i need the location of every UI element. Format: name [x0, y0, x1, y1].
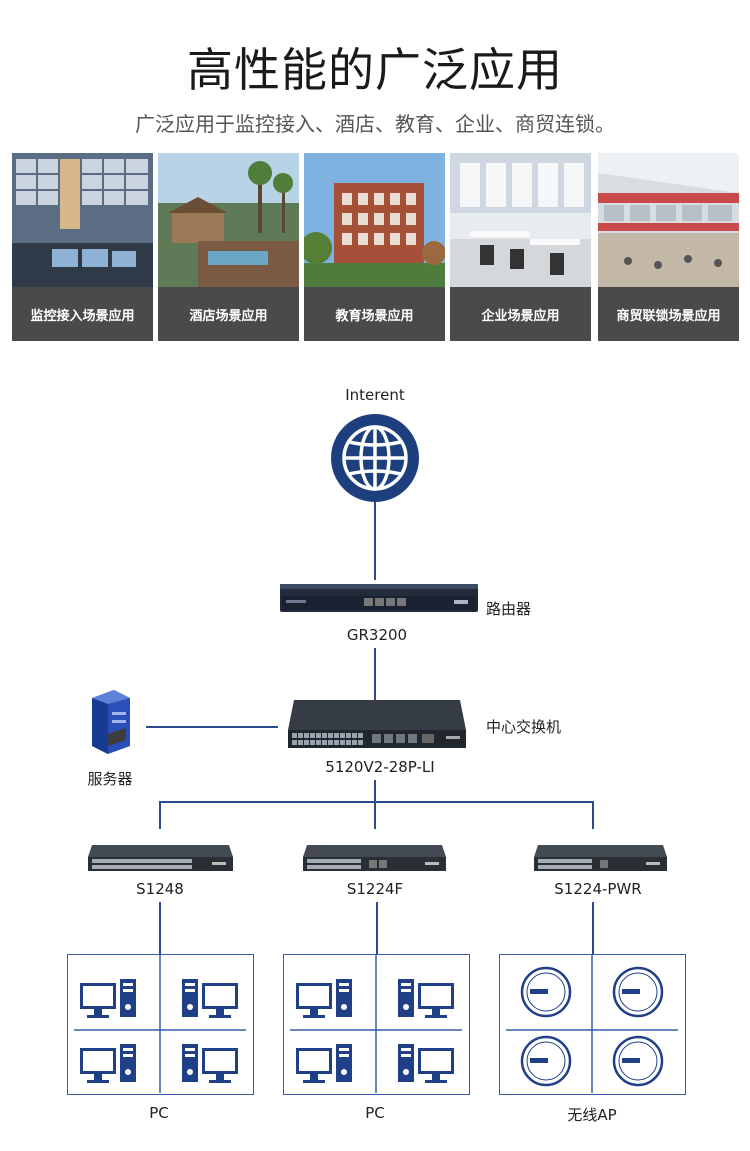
link-line	[374, 648, 376, 702]
shopping-mall-image	[598, 153, 739, 287]
pc-icon	[80, 979, 136, 1018]
wireless-ap-icon	[612, 966, 664, 1018]
router-model-label: GR3200	[346, 626, 408, 644]
router-device-icon	[280, 584, 478, 612]
access-switch-model-label: S1248	[136, 880, 184, 898]
pc-icon	[296, 979, 352, 1018]
access-switch-icon	[303, 845, 446, 871]
scene-education: 教育场景应用	[304, 153, 445, 341]
pc-group	[283, 954, 470, 1095]
scene-label: 酒店场景应用	[158, 287, 299, 341]
ap-group	[499, 954, 686, 1095]
group-label: PC	[149, 1104, 169, 1122]
globe-icon	[331, 414, 419, 502]
scene-hotel: 酒店场景应用	[158, 153, 299, 341]
scene-enterprise: 企业场景应用	[450, 153, 591, 341]
hotel-image	[158, 153, 299, 287]
access-switch-icon	[88, 845, 233, 871]
school-building-image	[304, 153, 445, 287]
access-switch-model-label: S1224-PWR	[554, 880, 642, 898]
pc-group-diagram	[290, 955, 462, 1093]
core-switch-model-label: 5120V2-28P-LI	[325, 758, 435, 776]
scene-gallery: 监控接入场景应用 酒店场景应用 教育场景应用	[12, 153, 740, 341]
link-line	[374, 780, 376, 802]
pc-icon	[182, 979, 238, 1018]
scene-label: 监控接入场景应用	[12, 287, 153, 341]
link-line	[592, 902, 594, 954]
pc-group-diagram	[74, 955, 246, 1093]
core-switch-role-label: 中心交换机	[486, 718, 562, 736]
scene-retail: 商贸联锁场景应用	[598, 153, 739, 341]
scene-monitoring: 监控接入场景应用	[12, 153, 153, 341]
scene-label: 企业场景应用	[450, 287, 591, 341]
pc-icon	[80, 1044, 136, 1083]
internet-label: Interent	[345, 386, 405, 404]
scene-label: 教育场景应用	[304, 287, 445, 341]
server-label: 服务器	[87, 770, 133, 788]
link-line	[374, 502, 376, 580]
office-image	[450, 153, 591, 287]
wireless-ap-icon	[612, 1035, 664, 1087]
link-line	[374, 801, 376, 829]
access-switch-model-label: S1224F	[346, 880, 404, 898]
link-line	[592, 801, 594, 829]
core-switch-icon	[288, 700, 466, 748]
group-label: 无线AP	[567, 1106, 617, 1124]
access-switch-icon	[534, 845, 667, 871]
pc-icon	[398, 979, 454, 1018]
pc-icon	[398, 1044, 454, 1083]
link-line	[159, 801, 594, 803]
link-line	[146, 726, 278, 728]
wireless-ap-icon	[520, 966, 572, 1018]
scene-label: 商贸联锁场景应用	[598, 287, 739, 341]
pc-icon	[182, 1044, 238, 1083]
server-icon	[92, 690, 130, 754]
ap-group-diagram	[506, 955, 678, 1093]
link-line	[159, 801, 161, 829]
group-label: PC	[365, 1104, 385, 1122]
link-line	[376, 902, 378, 954]
link-line	[159, 902, 161, 954]
router-role-label: 路由器	[486, 600, 532, 618]
page-title: 高性能的广泛应用	[187, 43, 563, 97]
pc-group	[67, 954, 254, 1095]
wireless-ap-icon	[520, 1035, 572, 1087]
monitoring-room-image	[12, 153, 153, 287]
pc-icon	[296, 1044, 352, 1083]
page-subtitle: 广泛应用于监控接入、酒店、教育、企业、商贸连锁。	[135, 112, 615, 136]
